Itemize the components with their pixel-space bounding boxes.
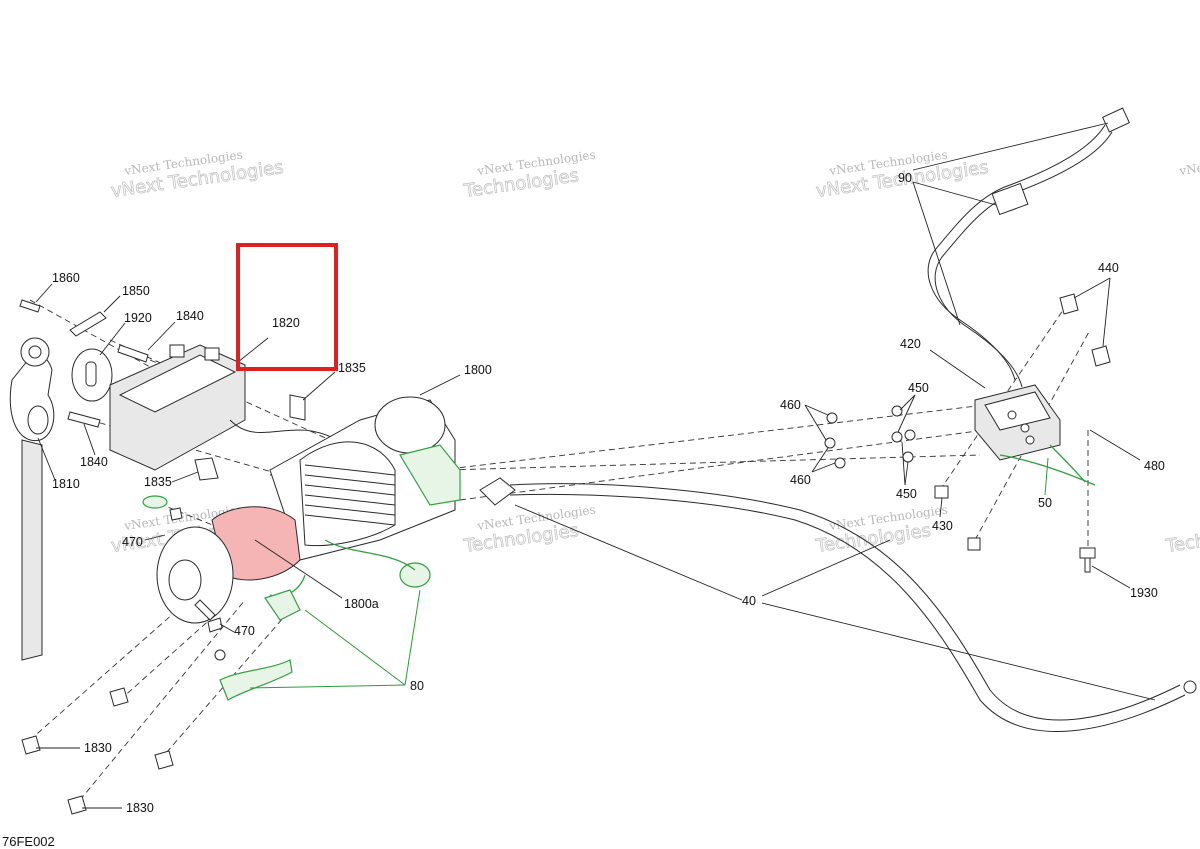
callout-420[interactable]: 420	[900, 337, 921, 351]
callout-labels: 1860 1850 1920 1840 1840 1820 1835 1835 …	[52, 171, 1165, 815]
callout-1850[interactable]: 1850	[122, 284, 150, 298]
callout-1820[interactable]: 1820	[272, 316, 300, 330]
winch-body	[156, 396, 456, 624]
callout-40[interactable]: 40	[742, 594, 756, 608]
callout-1930[interactable]: 1930	[1130, 586, 1158, 600]
leader-lines	[35, 122, 1156, 809]
fasteners	[21, 293, 1111, 815]
callout-440[interactable]: 440	[1098, 261, 1119, 275]
watermark-text: Technologies	[1164, 520, 1200, 557]
callout-1840[interactable]: 1840	[80, 455, 108, 469]
winch-hook-strap	[9, 299, 55, 661]
contactor-box	[974, 384, 1096, 486]
battery-cable	[479, 477, 1197, 733]
green-cables	[142, 444, 461, 701]
highlight-box	[236, 243, 338, 371]
callout-450[interactable]: 450	[896, 487, 917, 501]
watermark-text: vNext Technologies	[1177, 148, 1200, 179]
callout-1800a[interactable]: 1800a	[344, 597, 379, 611]
callout-1830[interactable]: 1830	[84, 741, 112, 755]
callout-470[interactable]: 470	[122, 535, 143, 549]
callout-1835[interactable]: 1835	[338, 361, 366, 375]
callout-80[interactable]: 80	[410, 679, 424, 693]
callout-460[interactable]: 460	[780, 398, 801, 412]
callout-1835[interactable]: 1835	[144, 475, 172, 489]
callout-430[interactable]: 430	[932, 519, 953, 533]
callout-480[interactable]: 480	[1144, 459, 1165, 473]
callout-1920[interactable]: 1920	[124, 311, 152, 325]
diagram-code: 76FE002	[2, 834, 55, 849]
callout-1840[interactable]: 1840	[176, 309, 204, 323]
callout-450[interactable]: 450	[908, 381, 929, 395]
callout-460[interactable]: 460	[790, 473, 811, 487]
fairlead-assembly	[67, 311, 356, 481]
callout-90[interactable]: 90	[898, 171, 912, 185]
callout-1860[interactable]: 1860	[52, 271, 80, 285]
callout-1800[interactable]: 1800	[464, 363, 492, 377]
callout-470[interactable]: 470	[234, 624, 255, 638]
callout-50[interactable]: 50	[1038, 496, 1052, 510]
callout-1810[interactable]: 1810	[52, 477, 80, 491]
wire-harness	[927, 107, 1131, 388]
callout-1830[interactable]: 1830	[126, 801, 154, 815]
